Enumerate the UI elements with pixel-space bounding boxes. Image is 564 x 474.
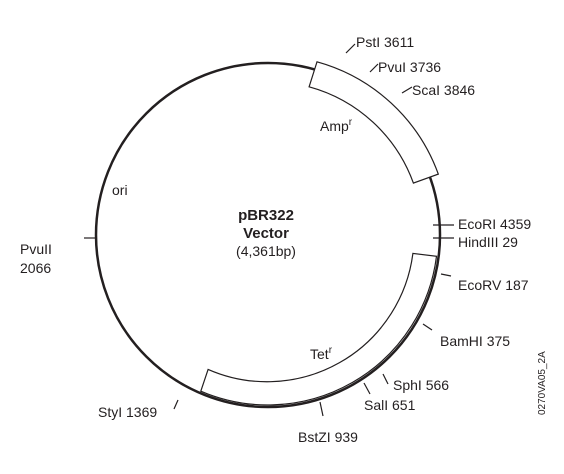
site-label-hindiii: HindIII 29	[458, 234, 518, 250]
site-label-ecori: EcoRI 4359	[458, 216, 531, 232]
tick-styi	[173, 399, 179, 410]
site-label-ecorv: EcoRV 187	[458, 277, 529, 293]
figure-code: 0270VA05_2A	[537, 351, 548, 415]
site-label-bamhi: BamHI 375	[440, 333, 510, 349]
amp-resistance-gene	[308, 61, 440, 184]
tick-sali	[363, 382, 371, 395]
tick-bamhi	[422, 323, 433, 331]
amp-label: Ampr	[320, 117, 353, 134]
origin-label: ori	[112, 182, 128, 198]
tick-psti	[345, 43, 356, 54]
site-label-pvui: PvuI 3736	[378, 59, 441, 75]
plasmid-name: pBR322	[238, 207, 294, 224]
site-label-bstzi: BstZI 939	[298, 429, 358, 445]
tick-bstzi	[319, 401, 324, 417]
site-label-sali: SalI 651	[364, 397, 416, 413]
tick-scai	[401, 86, 413, 94]
tet-label: Tetr	[310, 345, 333, 362]
plasmid-type: Vector	[243, 225, 289, 242]
site-ticks	[84, 43, 454, 417]
plasmid-backbone	[94, 61, 442, 409]
tick-pvui	[369, 63, 379, 73]
site-label-psti: PstI 3611	[356, 34, 414, 50]
tet-resistance-gene	[200, 252, 438, 406]
site-label-styi: StyI 1369	[98, 404, 157, 420]
site-label-pvuii-enzyme: PvuII	[20, 241, 52, 257]
tick-sphi	[382, 373, 389, 385]
tick-ecorv	[440, 273, 452, 277]
plasmid-size: (4,361bp)	[236, 243, 296, 259]
site-label-scai: ScaI 3846	[412, 82, 475, 98]
site-label-pvuii-position: 2066	[20, 260, 51, 276]
site-label-sphi: SphI 566	[393, 377, 449, 393]
